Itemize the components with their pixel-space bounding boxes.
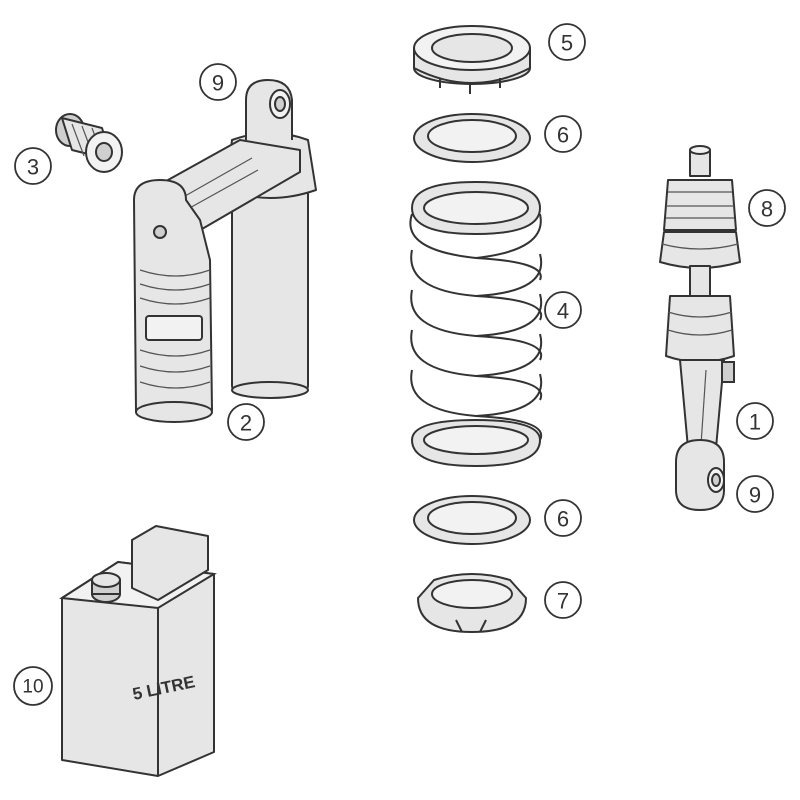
svg-text:1: 1 [749,410,761,435]
callout-7: 7 [544,581,582,619]
part-damper-rod-top [659,145,741,269]
svg-text:9: 9 [749,483,761,508]
svg-text:6: 6 [557,123,569,148]
part-washer-top [413,113,531,163]
part-coil-spring [409,181,543,467]
callout-9-top: 9 [199,63,237,101]
svg-text:3: 3 [27,155,39,180]
part-spring-retainer [417,573,527,633]
callout-8: 8 [748,189,786,227]
svg-text:6: 6 [557,507,569,532]
callout-1: 1 [736,402,774,440]
svg-text:10: 10 [22,677,43,698]
svg-text:2: 2 [240,411,252,436]
callout-10: 10 [13,666,53,706]
callout-4: 4 [544,291,582,329]
callout-6-top: 6 [544,115,582,153]
svg-text:7: 7 [557,589,569,614]
part-oil-container: 5 LITRE [59,525,217,777]
part-washer-bottom [413,495,531,545]
part-damper-shaft [665,265,735,511]
part-shock-body [133,79,317,423]
callout-2: 2 [227,403,265,441]
callout-3: 3 [14,147,52,185]
svg-text:8: 8 [761,197,773,222]
svg-text:9: 9 [212,71,224,96]
svg-text:4: 4 [557,299,569,324]
callout-6-bottom: 6 [544,499,582,537]
callout-5: 5 [548,23,586,61]
part-adjuster-nut [413,25,531,94]
svg-text:5: 5 [561,31,573,56]
part-bushing [55,113,123,173]
callout-9-bottom: 9 [736,475,774,513]
